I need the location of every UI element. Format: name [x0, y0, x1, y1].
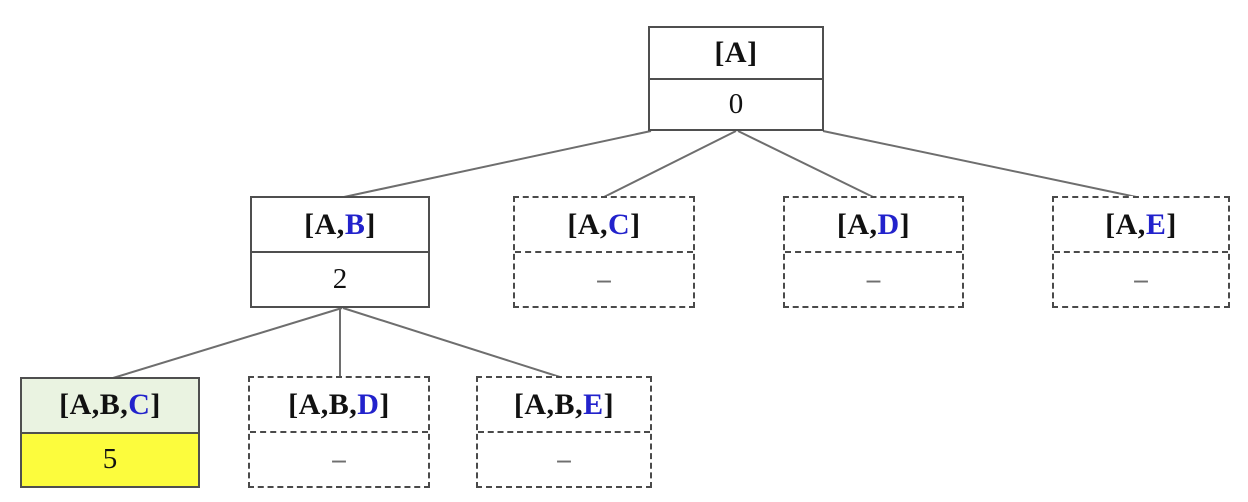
node-label-row: [A] — [650, 28, 822, 78]
node-label-row: [A,D] — [785, 198, 962, 251]
node-label-row: [A,B,C] — [22, 379, 198, 432]
label-text: ] — [150, 388, 161, 422]
node-value-row: – — [250, 431, 428, 486]
label-new-letter: B — [344, 207, 366, 241]
node-label-row: [A,E] — [1054, 198, 1228, 251]
label-new-letter: E — [1145, 207, 1167, 241]
tree-node-a-b: [A,B] 2 — [250, 196, 430, 308]
node-value-row: – — [1054, 251, 1228, 306]
tree-node-a-b-e: [A,B,E] – — [476, 376, 652, 488]
tree-edge-a-ae — [822, 130, 1142, 199]
label-new-letter: D — [877, 207, 900, 241]
label-text: ] — [630, 207, 641, 241]
tree-edge-ab-abc — [112, 307, 343, 379]
tree-node-a-d: [A,D] – — [783, 196, 964, 308]
tree-node-a: [A] 0 — [648, 26, 824, 131]
tree-node-a-b-c: [A,B,C] 5 — [20, 377, 200, 488]
tree-edge-a-ab — [343, 130, 652, 198]
label-new-letter: D — [357, 387, 380, 421]
node-value-row: 5 — [22, 431, 198, 486]
label-text: ] — [379, 387, 390, 421]
tree-node-a-e: [A,E] – — [1052, 196, 1230, 308]
label-text: ] — [1166, 207, 1177, 241]
node-value-row: – — [515, 251, 693, 306]
node-label-row: [A,C] — [515, 198, 693, 251]
node-value-row: 0 — [650, 77, 822, 130]
label-text: [A,B, — [513, 387, 584, 421]
label-text: [A, — [1105, 207, 1146, 241]
label-text: [A, — [567, 207, 608, 241]
label-text: [A] — [714, 35, 758, 69]
node-label-row: [A,B] — [252, 198, 428, 251]
label-text: ] — [899, 207, 911, 241]
label-text: [A,B, — [288, 387, 358, 421]
node-value-row: – — [478, 431, 650, 486]
label-text: [A,B, — [59, 388, 129, 422]
tree-node-a-c: [A,C] – — [513, 196, 695, 308]
node-label-row: [A,B,E] — [478, 378, 650, 431]
label-new-letter: E — [583, 387, 604, 421]
label-text: [A, — [304, 207, 345, 241]
node-label-row: [A,B,D] — [250, 378, 428, 431]
tree-edge-a-ad — [737, 130, 874, 198]
tree-edge-ab-abe — [342, 307, 564, 379]
label-new-letter: C — [607, 207, 631, 241]
label-text: ] — [365, 207, 376, 241]
label-new-letter: C — [128, 388, 151, 422]
node-value-row: 2 — [252, 251, 428, 306]
label-text: ] — [603, 387, 615, 421]
tree-edge-a-ac — [603, 130, 737, 198]
node-value-row: – — [785, 251, 962, 306]
label-text: [A, — [836, 207, 878, 241]
tree-node-a-b-d: [A,B,D] – — [248, 376, 430, 488]
